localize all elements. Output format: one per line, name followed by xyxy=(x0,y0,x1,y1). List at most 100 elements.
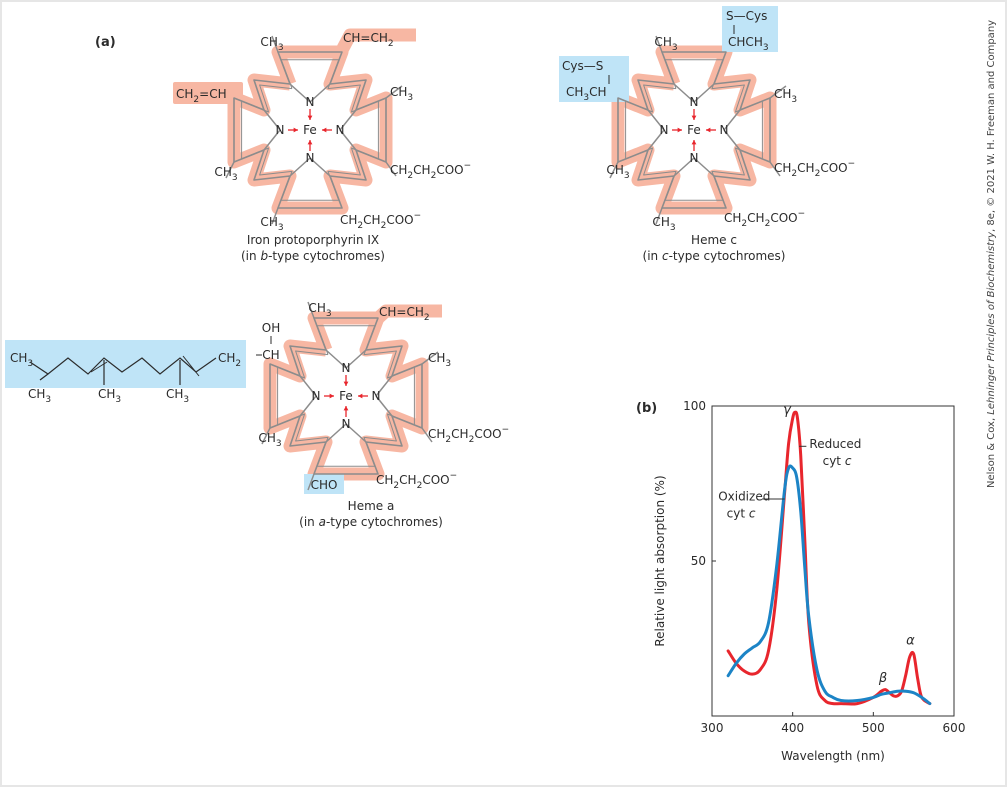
heme_a-substituent-bond xyxy=(421,427,433,443)
y-tick-label: 50 xyxy=(691,554,706,568)
heme_b-ring-inner-bond xyxy=(241,59,379,201)
heme_a-nitrogen-bottom: N xyxy=(342,417,351,431)
heme_a-substituent-bond xyxy=(261,427,271,445)
heme_c-nitrogen-bottom: N xyxy=(690,151,699,165)
x-axis-label: Wavelength (nm) xyxy=(781,749,885,763)
heme-a-methyl-left: CH3 xyxy=(258,431,281,449)
heme_c-nitrogen-left: N xyxy=(660,123,669,137)
heme_b-ring-bond xyxy=(263,109,281,131)
heme_b-substituent-bond xyxy=(385,161,397,177)
heme_c-coordination-arrows xyxy=(672,109,716,151)
heme_b-nitrogen-bottom: N xyxy=(306,151,315,165)
heme_c-ring-bond xyxy=(647,109,665,131)
heme-c-thioether-top: S—Cys xyxy=(726,9,767,23)
heme_c-substituent-bond xyxy=(655,207,663,225)
heme_b-ring-bond xyxy=(339,129,357,151)
heme_c-nitrogen-top: N xyxy=(690,95,699,109)
reduced-label-sub: cyt c xyxy=(823,454,852,468)
heme-b-propionate-bottom: CH2CH2COO− xyxy=(340,211,421,231)
heme_b-ring-bond xyxy=(263,129,281,151)
heme-a-farnesyl-highlight xyxy=(5,340,246,388)
heme-b-subcaption: (in b-type cytochromes) xyxy=(241,249,385,263)
y-axis-label: Relative light absorption (%) xyxy=(653,475,667,646)
heme-b-caption: Iron protoporphyrin IX xyxy=(247,233,379,247)
heme_b-ring-bond xyxy=(339,109,357,131)
heme-a-propionate-bottom: CH2CH2COO− xyxy=(376,471,457,491)
heme-a-vinyl-top: CH=CH2 xyxy=(379,305,430,323)
heme-a-hydroxyl: OH xyxy=(262,321,280,335)
heme_a-ring-bond xyxy=(325,349,347,369)
heme_b-coordination-arrows xyxy=(288,109,332,151)
heme_a-ring-bond xyxy=(375,395,393,417)
heme-b-methyl-right: CH3 xyxy=(390,85,413,103)
heme_a-ring-bond xyxy=(345,349,367,369)
x-tick-label: 500 xyxy=(862,721,885,735)
tail-methyl-4: CH3 xyxy=(166,387,189,405)
heme_c-substituent-bond xyxy=(769,161,781,177)
heme_a-nitrogen-top: N xyxy=(342,361,351,375)
heme-b-methyl-bottom: CH3 xyxy=(260,215,283,233)
heme_b-nitrogen-left: N xyxy=(276,123,285,137)
heme-a-formyl: CHO xyxy=(311,478,338,492)
heme_c-ring-bond xyxy=(693,157,715,177)
heme_c-porphyrin-ring xyxy=(609,35,787,225)
heme-c-caption: Heme c xyxy=(691,233,737,247)
panel-a-label: (a) xyxy=(95,35,116,50)
x-tick-label: 400 xyxy=(781,721,804,735)
heme_c-ring-bond xyxy=(673,157,695,177)
heme_c-iron-atom: Fe xyxy=(687,123,701,137)
heme-b-vinyl-top: CH=CH2 xyxy=(343,31,394,49)
beta-band-label: β xyxy=(878,671,887,686)
heme-b-vinyl-left: CH2=CH xyxy=(176,87,227,105)
tail-methyl-3: CH3 xyxy=(98,387,121,405)
heme-a-subcaption: (in a-type cytochromes) xyxy=(299,515,443,529)
tail-methyl-1: CH3 xyxy=(10,351,33,369)
panel-b-label: (b) xyxy=(636,401,657,416)
heme_b-ring-bond xyxy=(309,83,331,103)
heme_c-ring-bond xyxy=(693,83,715,103)
heme_b-substituent-bond xyxy=(385,85,403,99)
heme-c-propionate-bottom: CH2CH2COO− xyxy=(724,209,805,229)
heme_c-nitrogen-right: N xyxy=(720,123,729,137)
heme-a-propionate-right: CH2CH2COO− xyxy=(428,425,509,445)
heme_b-iron-atom: Fe xyxy=(303,123,317,137)
heme_a-substituent-bond xyxy=(307,301,315,319)
heme_b-substituent-bond xyxy=(271,207,279,225)
heme_c-ring-bond xyxy=(723,109,741,131)
heme-a-hydrocarbon-tail xyxy=(29,355,217,385)
heme-c-cysteine-highlight xyxy=(722,6,778,52)
reduced-label: Reduced xyxy=(809,437,861,451)
heme_b-nitrogen-right: N xyxy=(336,123,345,137)
heme-a-formyl-highlight xyxy=(304,474,344,494)
heme_c-ring-bond xyxy=(673,83,695,103)
gamma-band-label: γ xyxy=(783,403,792,418)
heme-c-methyl-top: CH3 xyxy=(654,35,677,53)
heme_a-ring-inner-bond xyxy=(277,325,415,467)
heme_a-nitrogen-right: N xyxy=(372,389,381,403)
heme_c-ring-bond xyxy=(723,129,741,151)
heme_a-ring-bond xyxy=(345,423,367,443)
heme-c-ethyl-top: CHCH3 xyxy=(728,35,769,53)
heme_a-ring-bond xyxy=(299,395,317,417)
heme_b-porphyrin-ring xyxy=(225,35,403,225)
heme_c-ring-inner-bond xyxy=(625,59,763,201)
heme-c-cysteine-highlight xyxy=(559,56,629,102)
heme_b-substituent-bond xyxy=(225,161,235,179)
x-tick-label: 600 xyxy=(943,721,966,735)
heme_b-ring-bond xyxy=(289,157,311,177)
heme_b-substituent-bond xyxy=(271,35,279,53)
heme-a-caption: Heme a xyxy=(348,499,395,513)
heme_a-coordination-arrows xyxy=(324,375,368,417)
heme-b-vinyl-highlight xyxy=(334,28,416,58)
heme_a-substituent-bond xyxy=(421,351,439,365)
heme_a-porphyrin-ring xyxy=(261,301,439,491)
credit-line: Nelson & Cox, Lehninger Principles of Bi… xyxy=(986,20,997,488)
heme-b-vinyl-highlight xyxy=(173,82,243,104)
heme-b-methyl-left: CH3 xyxy=(214,165,237,183)
heme-c-ethyl-left: CH3CH xyxy=(566,85,607,103)
heme-a-vinyl-highlight xyxy=(371,304,442,325)
